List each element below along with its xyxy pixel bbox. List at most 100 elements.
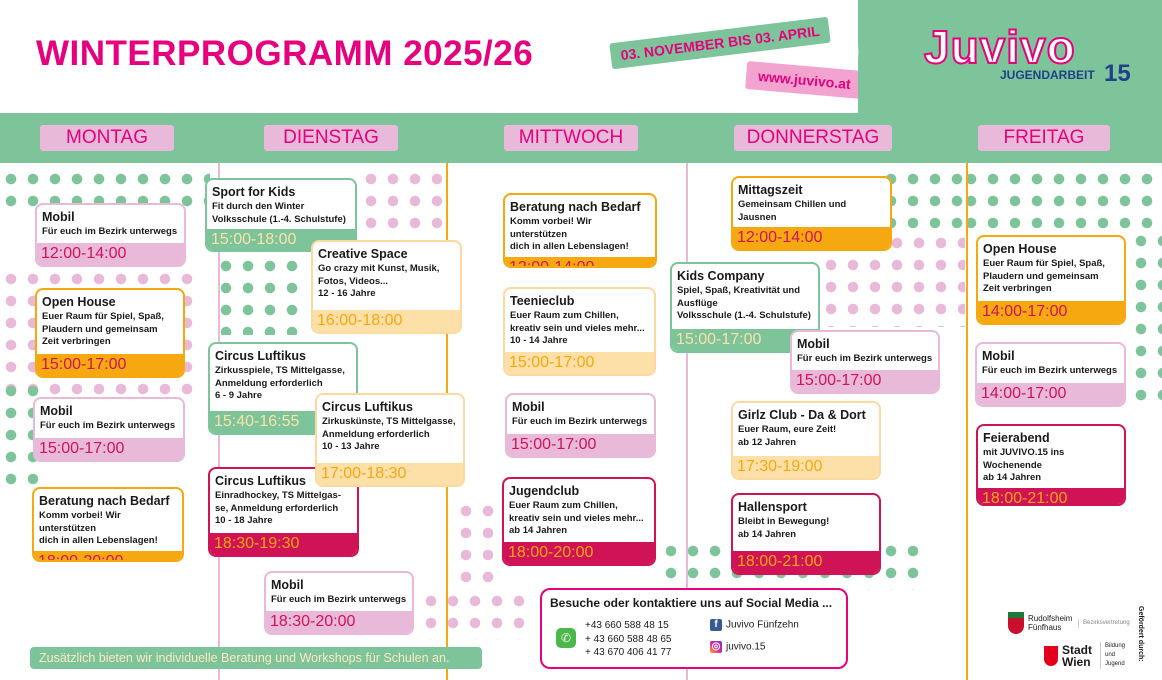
phone-number[interactable]: + 43 670 406 41 77	[585, 647, 672, 658]
phone-list: +43 660 588 48 15 + 43 660 588 48 65 + 4…	[585, 619, 671, 660]
event-title: Circus Luftikus	[322, 400, 413, 414]
event-time: 18:00-21:00	[978, 487, 1124, 504]
instagram-link[interactable]: ◎juvivo.15	[710, 641, 765, 653]
event-title: Open House	[42, 295, 116, 309]
day-label-freitag: FREITAG	[978, 125, 1110, 151]
event-time: 12:00-14:00	[505, 256, 655, 266]
event-description: Euer Raum zum Chillen,	[509, 500, 618, 511]
event-description: Für euch im Bezirk unterwegs	[982, 365, 1118, 376]
event-title: Teenieclub	[510, 294, 575, 308]
event-description: Ausflüge	[677, 297, 718, 309]
event-description: Euer Raum für Spiel, Spaß,	[983, 258, 1105, 269]
event-description: 10 - 13 Jahre	[322, 441, 380, 452]
dot-pattern	[215, 255, 305, 335]
logo-background	[858, 0, 1162, 114]
event-time: 15:00-17:00	[507, 434, 654, 456]
event-description: Für euch im Bezirk unterwegs	[42, 226, 178, 237]
event-description: Euer Raum zum Chillen,	[510, 310, 619, 321]
event-description: Gemeinsam Chillen und Jausnen	[738, 199, 847, 223]
event-description: 6 - 9 Jahre	[215, 390, 262, 401]
page-title: WINTERPROGRAMM 2025/26	[36, 34, 534, 73]
funded-by-label: Gefördert durch:	[1137, 606, 1144, 662]
event-description: kreativ sein und vieles mehr...	[510, 322, 645, 334]
event-title: Open House	[983, 242, 1057, 256]
event-description: Fotos, Videos...	[318, 275, 389, 287]
phone-number[interactable]: +43 660 588 48 15	[585, 620, 669, 631]
event-time: 18:30-19:30	[210, 533, 357, 555]
event-description: Anmeldung erforderlich	[322, 428, 430, 440]
event-card: Creative Space Go crazy mit Kunst, Musik,…	[311, 240, 462, 334]
event-description: Go crazy mit Kunst, Musik,	[318, 263, 440, 274]
event-title: Beratung nach Bedarf	[39, 494, 170, 508]
event-description: Zeit verbringen	[42, 336, 111, 347]
sponsor-logos: Rudolfsheim Fünfhaus Bezirksvertretung S…	[1008, 606, 1144, 669]
juvivo-logo: Juvivo	[923, 21, 1076, 73]
event-description: Für euch im Bezirk unterwegs	[512, 416, 648, 427]
event-time: 15:00-17:00	[672, 329, 818, 351]
logo-number: 15	[1104, 60, 1131, 87]
event-time: 18:00-20:00	[34, 550, 182, 560]
event-description: kreativ sein und vieles mehr...	[509, 512, 644, 524]
event-time: 18:00-20:00	[504, 542, 654, 564]
event-time: 17:30-19:00	[733, 456, 879, 478]
event-time: 18:30-20:00	[266, 611, 412, 633]
event-description: Zeit verbringen	[983, 283, 1052, 294]
event-title: Circus Luftikus	[215, 349, 306, 363]
facebook-icon: f	[710, 619, 722, 631]
whatsapp-icon: ✆	[556, 628, 576, 648]
event-time: 16:00-18:00	[313, 310, 460, 332]
event-body: Creative Space Go crazy mit Kunst, Musik,…	[313, 242, 460, 310]
district-sub: Bezirksvertretung	[1078, 618, 1130, 628]
event-time: 12:00-14:00	[37, 243, 184, 265]
instagram-label: juvivo.15	[726, 641, 766, 653]
city-sub: Bildung und Jugend	[1100, 642, 1134, 669]
website-link[interactable]: www.juvivo.at	[745, 60, 864, 100]
event-description: 10 - 18 Jahre	[215, 515, 273, 526]
event-description: ab 14 Jahren	[509, 525, 568, 536]
event-time: 17:00-18:30	[317, 463, 463, 485]
event-title: Circus Luftikus	[215, 474, 306, 488]
event-description: Bleibt in Bewegung!	[738, 516, 830, 527]
dot-pattern	[455, 500, 499, 590]
event-time: 14:00-17:00	[978, 301, 1124, 323]
district-crest-icon	[1008, 612, 1024, 634]
event-title: Mittagszeit	[738, 183, 803, 197]
facebook-link[interactable]: f Juvivo Fünfzehn	[710, 619, 799, 631]
event-description: Für euch im Bezirk unterwegs	[271, 594, 407, 605]
facebook-label: Juvivo Fünfzehn	[726, 619, 799, 631]
event-title: Mobil	[512, 400, 545, 414]
event-title: Mobil	[40, 404, 73, 418]
event-description: Volksschule (1.-4. Schulstufe)	[677, 310, 811, 321]
event-description: Spiel, Spaß, Kreativität und	[677, 285, 800, 296]
event-description: Für euch im Bezirk unterwegs	[40, 420, 176, 431]
date-range-badge: 03. NOVEMBER BIS 03. APRIL	[609, 16, 831, 70]
phone-number[interactable]: + 43 660 588 48 65	[585, 633, 672, 645]
social-heading: Besuche oder kontaktiere uns auf Social …	[550, 596, 833, 610]
social-media-box: Besuche oder kontaktiere uns auf Social …	[540, 588, 848, 669]
event-title: Mobil	[982, 349, 1015, 363]
event-title: Mobil	[42, 210, 75, 224]
day-label-mittwoch: MITTWOCH	[504, 125, 638, 151]
event-title: Creative Space	[318, 247, 408, 261]
